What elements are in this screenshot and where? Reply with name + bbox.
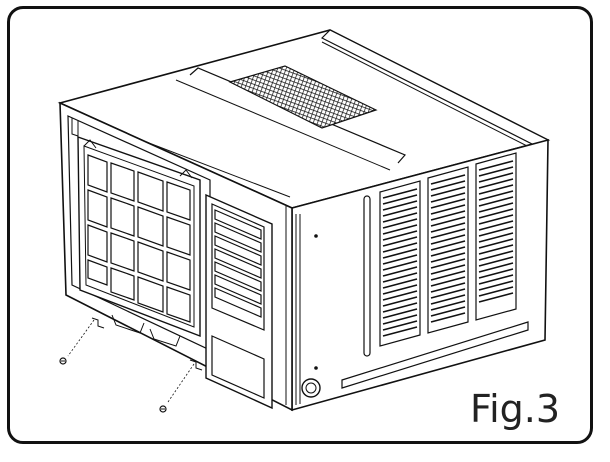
- screw-icon: [159, 405, 167, 413]
- bottom-mount-left: [67, 317, 105, 357]
- front-louver-panel: [205, 193, 273, 410]
- screw-icon: [59, 357, 67, 365]
- side-louver-bank-3: [475, 152, 517, 321]
- side-louver-bank-2: [427, 166, 469, 334]
- figure-label: Fig.3: [470, 387, 561, 431]
- bottom-mount-right: [167, 359, 203, 403]
- top-vent-grille: [228, 65, 378, 129]
- side-louver-bank-1: [379, 180, 421, 347]
- air-filter: [77, 136, 201, 347]
